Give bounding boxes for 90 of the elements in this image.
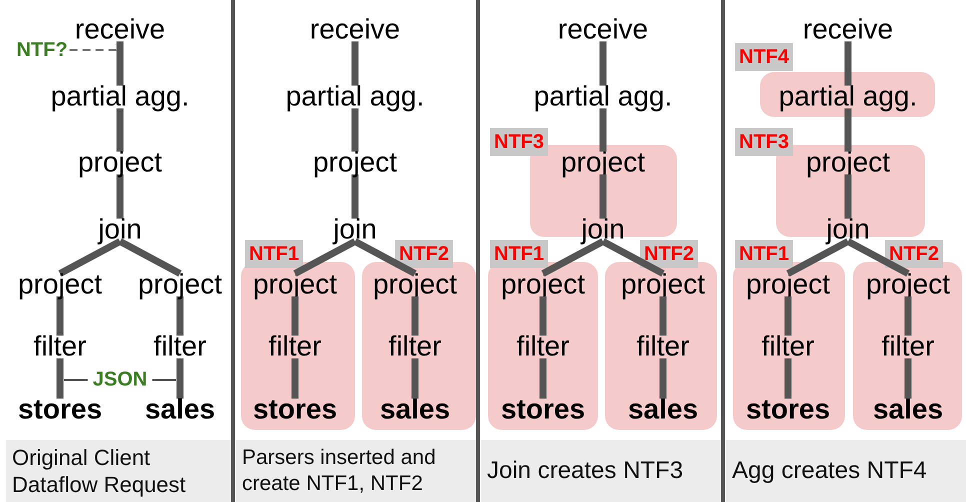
connector-bar [56, 358, 64, 399]
operator-label: receive [802, 14, 894, 46]
panel-caption: Join creates NTF3 [481, 440, 721, 502]
connector-bar [412, 358, 418, 399]
connector-bar [176, 296, 184, 336]
connector-bar [541, 238, 605, 277]
connector-bar [58, 238, 122, 277]
ntf-tag: NTF1 [245, 240, 303, 268]
operator-label: partial agg. [778, 82, 918, 112]
operator-label: project [806, 148, 890, 178]
operator-label: project [312, 148, 398, 178]
operator-label: project [500, 270, 586, 300]
source-label: stores [500, 394, 586, 426]
operator-label: join [98, 214, 142, 246]
operator-label: partial agg. [50, 82, 190, 112]
operator-label: filter [762, 332, 814, 362]
connector-bar [844, 41, 852, 86]
connector-bar [600, 108, 606, 152]
connector-bar [844, 174, 852, 219]
operator-label: filter [268, 332, 322, 362]
operator-label: filter [516, 332, 570, 362]
panel-caption: Agg creates NTF4 [726, 440, 966, 502]
operator-label: project [866, 270, 950, 300]
connector-bar [784, 296, 792, 336]
connector-bar [118, 238, 182, 277]
operator-label: receive [558, 14, 648, 46]
ntf-tag: NTF1 [735, 240, 793, 268]
connector-bar [176, 358, 184, 399]
operator-label: receive [74, 14, 166, 46]
source-label: stores [746, 394, 830, 426]
ntf-tag: NTF4 [735, 43, 793, 71]
operator-label: join [826, 214, 870, 246]
operator-label: project [560, 148, 646, 178]
connector-bar [116, 41, 124, 86]
connector-bar [660, 296, 666, 336]
connector-bar [353, 238, 417, 277]
annotation-text: NTF? [16, 39, 68, 61]
ntf-tag: NTF3 [490, 128, 548, 156]
connector-bar [904, 296, 912, 336]
connector-bar [540, 358, 546, 399]
operator-label: filter [154, 332, 206, 362]
source-label: stores [252, 394, 338, 426]
operator-label: filter [388, 332, 442, 362]
operator-label: project [372, 270, 458, 300]
source-label: sales [872, 394, 944, 426]
connector-bar [56, 296, 64, 336]
operator-label: filter [636, 332, 690, 362]
connector-bar [352, 41, 358, 86]
operator-label: receive [310, 14, 400, 46]
operator-label: project [78, 148, 162, 178]
operator-label: project [746, 270, 830, 300]
connector-bar [660, 358, 666, 399]
connector-bar [784, 358, 792, 399]
connector-bar [600, 174, 606, 219]
connector-bar [116, 108, 124, 152]
connector-bar [844, 108, 852, 152]
ntf-tag: NTF1 [490, 240, 548, 268]
connector-bar [292, 358, 298, 399]
ntf-tag: NTF3 [735, 128, 793, 156]
connector-bar [786, 238, 850, 277]
operator-label: partial agg. [534, 82, 672, 112]
connector-bar [412, 296, 418, 336]
ntf-tag: NTF2 [885, 240, 943, 268]
operator-label: project [252, 270, 338, 300]
operator-label: filter [882, 332, 934, 362]
operator-label: partial agg. [286, 82, 424, 112]
ntf-tag: NTF2 [640, 240, 698, 268]
connector-bar [540, 296, 546, 336]
operator-label: filter [34, 332, 86, 362]
operator-label: project [18, 270, 102, 300]
connector-bar [293, 238, 357, 277]
source-label: sales [628, 394, 698, 426]
connector-bar [601, 238, 665, 277]
source-label: sales [144, 394, 216, 426]
connector-bar [292, 296, 298, 336]
ntf-tag: NTF2 [395, 240, 453, 268]
panel-caption: Parsers inserted and create NTF1, NTF2 [236, 440, 476, 502]
operator-label: project [138, 270, 222, 300]
connector-bar [116, 174, 124, 219]
operator-label: join [581, 214, 625, 246]
connector-bar [352, 108, 358, 152]
operator-label: project [620, 270, 706, 300]
panel-caption: Original Client Dataflow Request [6, 440, 231, 502]
operator-label: join [333, 214, 377, 246]
source-label: sales [380, 394, 450, 426]
source-label: stores [18, 394, 102, 426]
connector-bar [600, 41, 606, 86]
connector-bar [352, 174, 358, 219]
connector-bar [846, 238, 910, 277]
connector-bar [904, 358, 912, 399]
